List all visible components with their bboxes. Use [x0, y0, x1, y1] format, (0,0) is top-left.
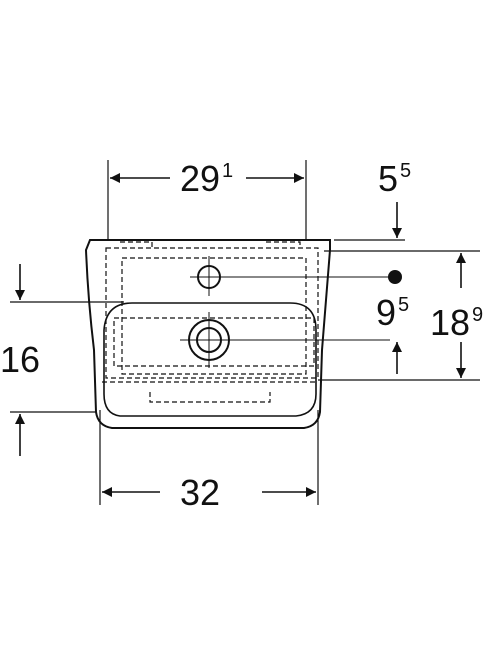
basin-outline	[84, 239, 331, 429]
extension-lines	[10, 160, 480, 505]
side-height-label: 16	[0, 339, 40, 380]
hidden-lines	[102, 241, 319, 403]
bottom-width-label: 32	[180, 472, 220, 513]
dimension-arrows	[15, 173, 466, 497]
center-lines	[180, 256, 390, 368]
reference-dot	[388, 270, 402, 284]
